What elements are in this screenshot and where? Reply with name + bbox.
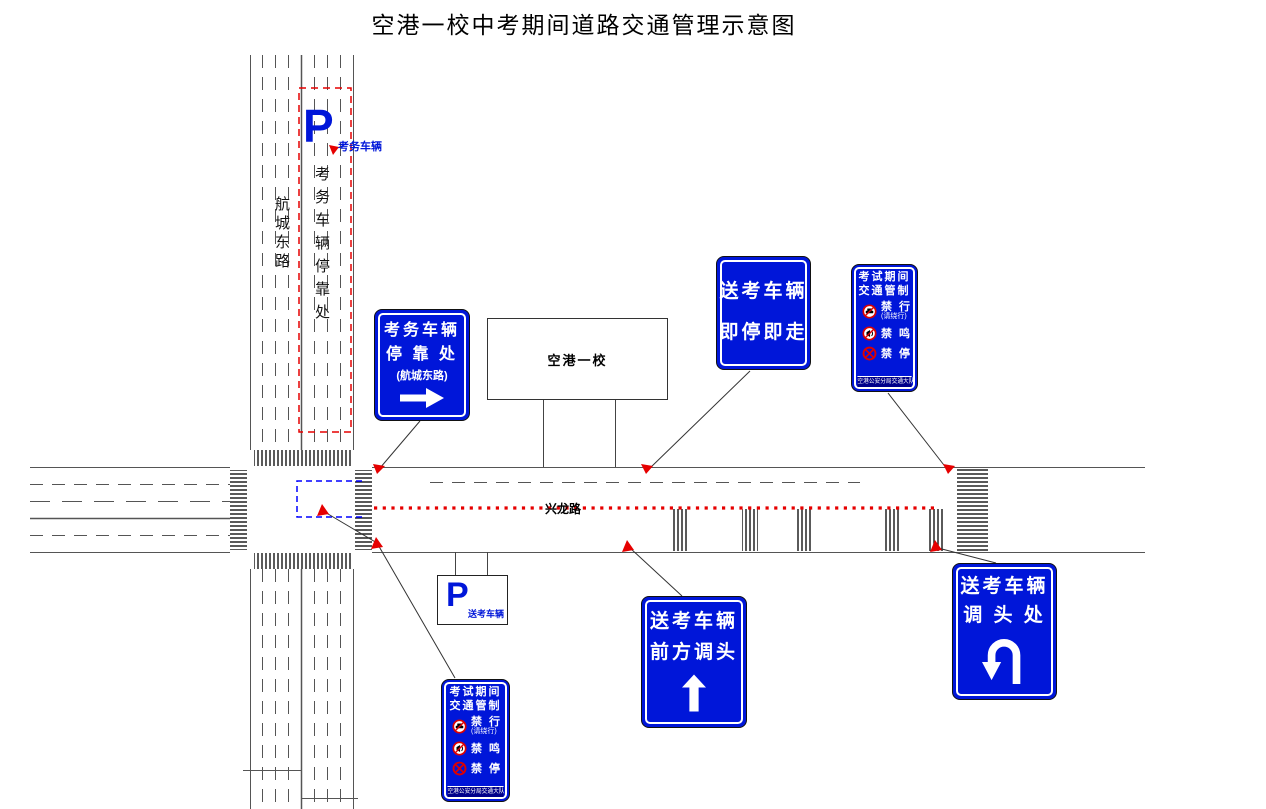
sign-line: 考务车辆 (383, 321, 460, 339)
vertical-road-north (250, 55, 354, 450)
staff-parking-p-caption: 考务车辆 (338, 141, 382, 153)
crosswalk-west (230, 470, 247, 550)
regulation-label: 禁 停 (471, 762, 503, 775)
crosswalk-far-east (957, 469, 988, 551)
regulation-label: 禁 行 (471, 716, 503, 728)
no-driving-icon (862, 303, 877, 319)
sign-uturn-point: 送考车辆 调 头 处 (952, 563, 1057, 700)
sign-header: 考试期间 (858, 271, 911, 283)
crosswalk-east (355, 470, 372, 550)
u-turn-icon (981, 638, 1020, 684)
anchor-markers (317, 145, 955, 552)
sign-footer: 空港公安分局交通大队 (447, 786, 504, 797)
road-label-hangcheng: 航城东路 (273, 196, 289, 272)
restriction-zone-outline (296, 480, 362, 518)
regulation-row: 禁 鸣 (446, 739, 505, 758)
regulation-label: 禁 行 (881, 301, 913, 313)
staff-parking-zone-outline (298, 87, 352, 433)
staff-parking-zone-label: 考务车辆停靠处 (313, 166, 329, 327)
sign-line: 即停即走 (719, 322, 808, 344)
regulation-label: 禁 鸣 (881, 327, 913, 340)
sign-header: 交通管制 (449, 700, 502, 712)
sign-line: (航城东路) (396, 369, 448, 382)
regulation-row: 禁 停 (446, 759, 505, 778)
sign-header: 考试期间 (449, 686, 502, 698)
regulation-sub: (请绕行) (881, 313, 907, 320)
staff-parking-p-symbol: P (303, 100, 334, 152)
building-connectors (455, 400, 616, 575)
sign-line: 停 靠 处 (386, 345, 458, 363)
sign-dropoff-parking: P 送考车辆 (437, 575, 508, 625)
road-label-xinglong: 兴龙路 (545, 502, 582, 516)
horizontal-road-east (372, 467, 1145, 553)
regulation-sub: (请绕行) (471, 728, 497, 735)
right-arrow-icon (400, 388, 444, 409)
page-title: 空港一校中考期间道路交通管理示意图 (371, 13, 797, 38)
sign-regulation-east: 考试期间 交通管制 禁 行 (请绕行) (851, 264, 918, 392)
regulation-label: 禁 停 (881, 347, 913, 360)
regulation-row: 禁 行 (请绕行) (856, 299, 913, 323)
sign-regulation-south: 考试期间 交通管制 禁 行 (请绕行) (441, 679, 510, 802)
no-horn-icon (862, 326, 877, 341)
vertical-road-south (243, 569, 358, 809)
barrier-strips (672, 509, 945, 551)
parking-p-symbol: P (446, 576, 469, 614)
parking-caption: 送考车辆 (467, 609, 504, 619)
sign-staff-parking: 考务车辆 停 靠 处 (航城东路) (374, 309, 470, 421)
horizontal-road-west (30, 467, 230, 553)
sign-line: 送考车辆 (719, 281, 808, 303)
regulation-row: 禁 停 (856, 344, 913, 363)
regulation-row: 禁 鸣 (856, 324, 913, 343)
school-label: 空港一校 (547, 352, 608, 368)
sign-line: 调 头 处 (963, 605, 1046, 627)
sign-line: 送考车辆 (649, 611, 738, 633)
school-building: 空港一校 (487, 318, 668, 400)
no-stopping-icon (452, 761, 467, 776)
sign-line: 送考车辆 (960, 576, 1049, 598)
no-driving-icon (452, 718, 467, 734)
crosswalk-north (254, 450, 353, 466)
no-stopping-icon (862, 346, 877, 361)
sign-header: 交通管制 (858, 285, 911, 297)
sign-footer: 空港公安分局交通大队 (857, 376, 914, 387)
sign-line: 前方调头 (649, 641, 738, 663)
sign-stop-and-go: 送考车辆 即停即走 (716, 256, 811, 370)
up-arrow-icon (682, 674, 706, 712)
regulation-row: 禁 行 (请绕行) (446, 714, 505, 738)
sign-uturn-ahead: 送考车辆 前方调头 (641, 596, 747, 728)
crosswalk-south (254, 553, 353, 569)
no-horn-icon (452, 741, 467, 756)
regulation-label: 禁 鸣 (471, 742, 503, 755)
